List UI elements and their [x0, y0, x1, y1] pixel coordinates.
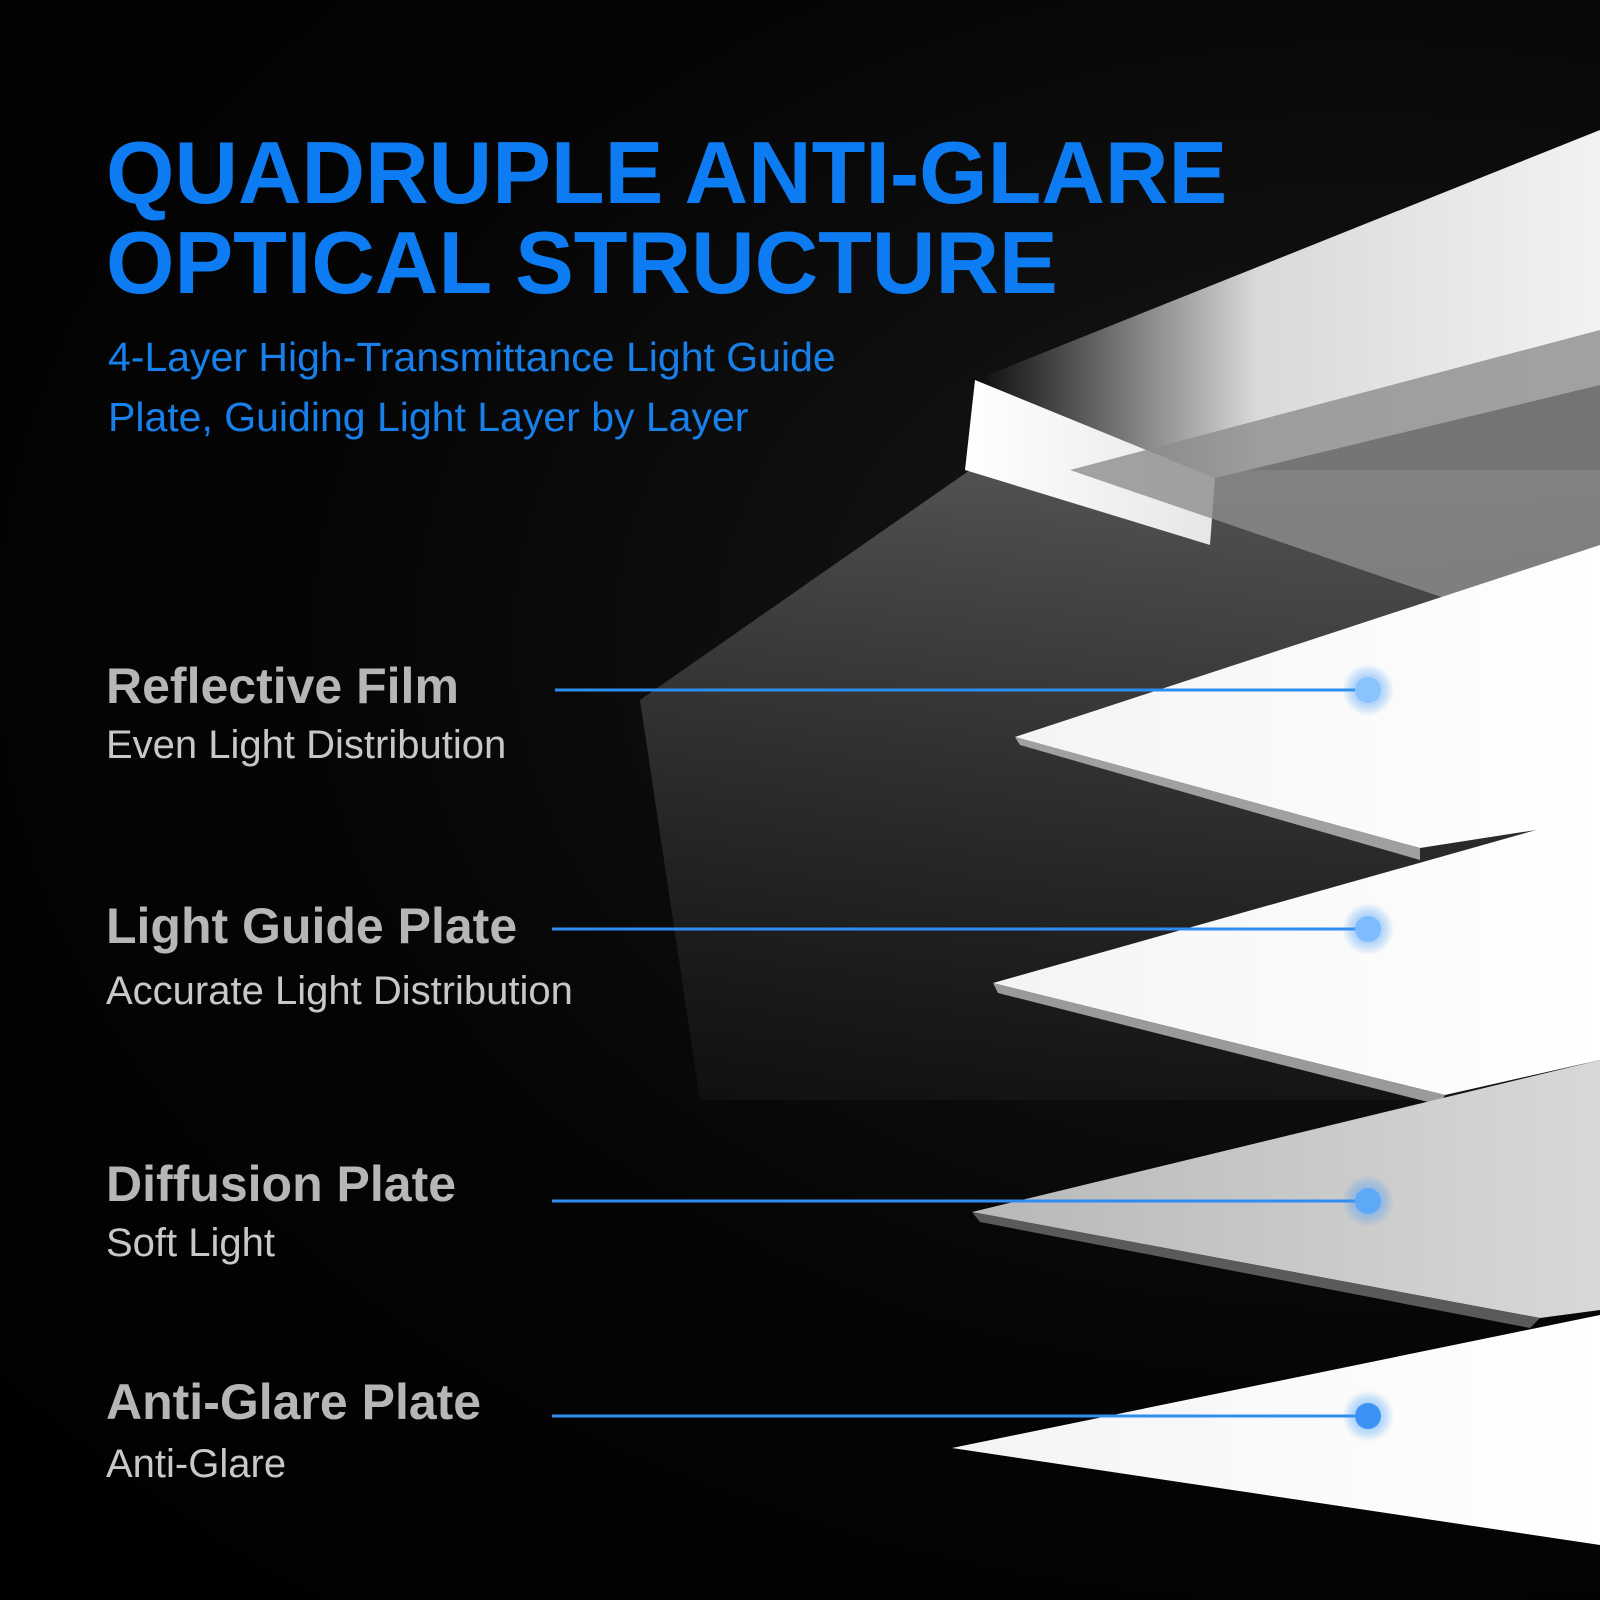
layer-name-reflective-film: Reflective Film	[106, 658, 459, 714]
light-guide-plate-edge	[993, 983, 1445, 1105]
anti-glare-plate	[952, 1315, 1600, 1545]
reflective-film-plate	[1015, 545, 1600, 848]
reflective-film-edge	[1015, 737, 1420, 860]
callout-reflective-film	[555, 664, 1394, 716]
title-line-1: QUADRUPLE ANTI-GLARE	[106, 123, 1228, 222]
layer-desc-light-guide-plate: Accurate Light Distribution	[106, 969, 573, 1013]
subtitle-line-1: 4-Layer High-Transmittance Light Guide	[108, 334, 836, 380]
light-guide-plate	[993, 812, 1600, 1095]
panel-frame-side	[965, 380, 1215, 545]
callout-anti-glare-plate	[552, 1390, 1394, 1442]
page-title: QUADRUPLE ANTI-GLARE OPTICAL STRUCTURE	[106, 128, 1227, 308]
diffusion-plate-edge	[972, 1212, 1540, 1328]
title-line-2: OPTICAL STRUCTURE	[106, 213, 1058, 312]
panel-frame-recess	[1070, 330, 1600, 600]
layer-desc-anti-glare-plate: Anti-Glare	[106, 1442, 287, 1486]
layer-name-light-guide-plate: Light Guide Plate	[106, 898, 518, 954]
callout-light-guide-plate	[552, 903, 1394, 955]
layer-desc-diffusion-plate: Soft Light	[106, 1221, 276, 1265]
diffusion-plate	[972, 1060, 1600, 1318]
layer-name-anti-glare-plate: Anti-Glare Plate	[106, 1374, 482, 1430]
layer-name-diffusion-plate: Diffusion Plate	[106, 1156, 457, 1212]
layer-desc-reflective-film: Even Light Distribution	[106, 723, 507, 767]
callout-diffusion-plate	[552, 1175, 1394, 1227]
subtitle-line-2: Plate, Guiding Light Layer by Layer	[108, 394, 749, 440]
